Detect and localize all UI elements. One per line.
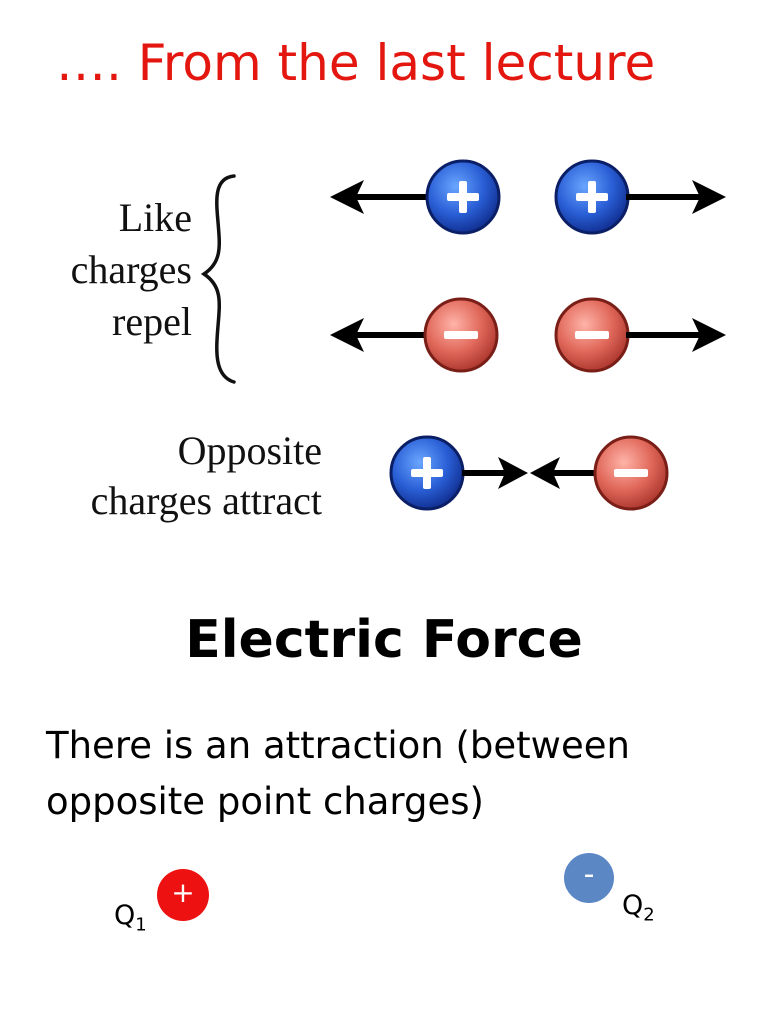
positive-charge-q1: + xyxy=(157,869,209,921)
body-text: There is an attraction (between opposite… xyxy=(46,724,630,823)
arrow-left-icon xyxy=(330,180,364,214)
like-label-line: Like xyxy=(118,195,192,240)
opposite-charges-label: Opposite charges attract xyxy=(91,426,322,526)
charge-letter: Q xyxy=(114,900,136,931)
arrow-right-icon xyxy=(692,180,726,214)
curly-brace-icon xyxy=(200,174,236,384)
like-negative-row xyxy=(330,297,726,373)
opposite-label-line: charges attract xyxy=(90,478,322,523)
negative-charge-q2: - xyxy=(564,853,614,903)
charge-label-q1: Q1 xyxy=(114,900,147,935)
opposite-label-line: Opposite xyxy=(177,428,322,473)
like-label-line: charges xyxy=(70,247,192,292)
like-label-line: repel xyxy=(112,299,192,344)
charge-subscript: 2 xyxy=(643,904,655,926)
like-charges-label: Like charges repel xyxy=(71,192,192,348)
charge-diagram xyxy=(330,159,726,511)
arrow-left-icon xyxy=(530,457,560,489)
arrow-right-icon xyxy=(498,457,528,489)
charge-letter: Q xyxy=(622,890,644,921)
charge-label-q2: Q2 xyxy=(622,890,655,925)
slide-title: …. From the last lecture xyxy=(56,34,656,92)
charge-subscript: 1 xyxy=(135,914,147,936)
arrow-left-icon xyxy=(330,318,364,352)
opposite-attract-row xyxy=(389,435,669,511)
arrow-right-icon xyxy=(692,318,726,352)
like-positive-row xyxy=(330,159,726,235)
section-heading: Electric Force xyxy=(185,610,583,670)
